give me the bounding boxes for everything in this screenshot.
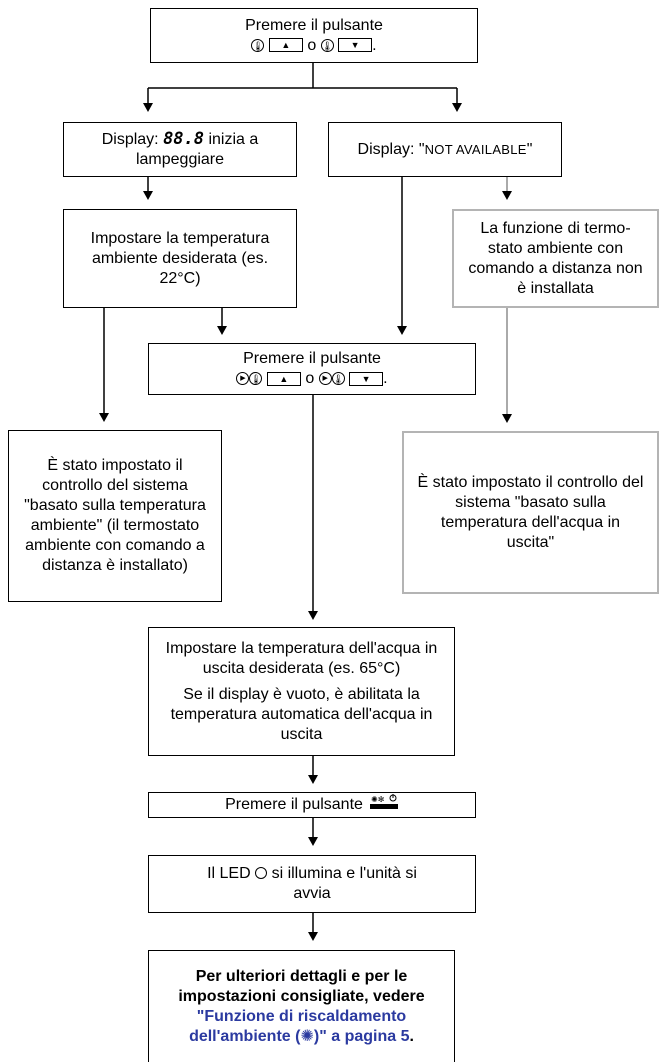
box-display-not-available: Display: "NOT AVAILABLE" bbox=[328, 122, 562, 177]
final-text: Per ulteriori dettagli e per le impostaz… bbox=[161, 967, 442, 1047]
box-set-room-temperature: Impostare la temperatura ambiente deside… bbox=[63, 209, 297, 308]
press2-buttons: ▶🌡 ▲ o ▶🌡 ▼. bbox=[236, 369, 388, 389]
arrowhead bbox=[143, 103, 153, 112]
quote-open: " bbox=[418, 140, 425, 158]
room-based-text: È stato impostato il controllo del siste… bbox=[24, 457, 206, 574]
not-available-label: NOT AVAILABLE bbox=[424, 141, 527, 157]
box-further-details: Per ulteriori dettagli e per le impostaz… bbox=[148, 950, 455, 1062]
box-press-onoff-button: Premere il pulsante ✺✻ bbox=[148, 792, 476, 818]
arrowhead bbox=[308, 775, 318, 784]
final-link-text: "Funzione di riscaldamento dell'ambiente… bbox=[189, 1007, 407, 1045]
display-prefix: Display: bbox=[357, 140, 415, 158]
up-button-icon: ▲ bbox=[268, 38, 303, 53]
quote-close: " bbox=[526, 140, 533, 158]
or-label: o bbox=[307, 36, 317, 54]
svg-text:✺✻: ✺✻ bbox=[371, 795, 385, 804]
arrowhead bbox=[99, 413, 109, 422]
box-press-button-start: Premere il pulsante 🌡 ▲ o 🌡 ▼. bbox=[150, 8, 478, 63]
led-text: Il LED si illumina e l'unità si avvia bbox=[199, 864, 425, 904]
display-blink-text: Display: 88.8 inizia a lampeggiare bbox=[70, 129, 290, 170]
arrowhead bbox=[143, 191, 153, 200]
display-prefix: Display: bbox=[101, 131, 159, 148]
water-based-text: È stato impostato il controllo del siste… bbox=[417, 473, 644, 551]
period: . bbox=[372, 36, 377, 54]
box-led-lights-up: Il LED si illumina e l'unità si avvia bbox=[148, 855, 476, 913]
press-onoff-text: Premere il pulsante bbox=[225, 796, 363, 813]
set-room-temp-text: Impostare la temperatura ambiente deside… bbox=[90, 229, 270, 287]
led-suffix: si illumina e l'unità si avvia bbox=[271, 865, 417, 902]
box-remote-thermostat-not-installed: La funzione di termo-stato ambiente con … bbox=[452, 209, 659, 308]
box-display-blink: Display: 88.8 inizia a lampeggiare bbox=[63, 122, 297, 177]
display-na-text: Display: "NOT AVAILABLE" bbox=[358, 140, 533, 160]
thermometer-icon: 🌡 bbox=[331, 372, 345, 386]
sun-icon: ✺ bbox=[300, 1027, 314, 1045]
box-room-temperature-control: È stato impostato il controllo del siste… bbox=[8, 430, 222, 602]
play-icon: ▶ bbox=[236, 372, 250, 386]
thermometer-icon: 🌡 bbox=[251, 38, 265, 52]
final-bold-text: Per ulteriori dettagli e per le impostaz… bbox=[178, 967, 425, 1005]
period: . bbox=[383, 370, 388, 387]
down-button-icon: ▼ bbox=[338, 38, 373, 53]
final-period: . bbox=[409, 1027, 414, 1045]
up-button-icon: ▲ bbox=[266, 371, 301, 386]
arrowhead bbox=[308, 611, 318, 620]
press2-text: Premere il pulsante bbox=[243, 350, 381, 367]
box-press-button-second: Premere il pulsante ▶🌡 ▲ o ▶🌡 ▼. bbox=[148, 343, 476, 395]
arrowhead bbox=[308, 837, 318, 846]
arrowhead bbox=[502, 414, 512, 423]
arrowhead bbox=[397, 326, 407, 335]
thermometer-icon: 🌡 bbox=[320, 38, 334, 52]
or-label: o bbox=[305, 370, 315, 387]
led-icon bbox=[255, 867, 268, 879]
onoff-button-icon: ✺✻ bbox=[369, 793, 399, 817]
thermometer-icon: 🌡 bbox=[249, 372, 263, 386]
led-prefix: Il LED bbox=[207, 865, 251, 882]
final-link[interactable]: "Funzione di riscaldamento dell'ambiente… bbox=[189, 1008, 409, 1045]
box-set-water-temperature: Impostare la temperatura dell'acqua in u… bbox=[148, 627, 455, 756]
auto-water-temp-text: Se il display è vuoto, è abilitata la te… bbox=[170, 685, 433, 743]
arrowhead bbox=[308, 932, 318, 941]
segment-display-value: 88.8 bbox=[163, 129, 205, 149]
down-button-icon: ▼ bbox=[349, 371, 384, 386]
start-text: Premere il pulsante bbox=[245, 16, 383, 34]
arrowhead bbox=[502, 191, 512, 200]
final-link-end: )" a pagina 5 bbox=[313, 1027, 410, 1045]
set-water-temp-text: Impostare la temperatura dell'acqua in u… bbox=[165, 639, 438, 677]
not-installed-text: La funzione di termo-stato ambiente con … bbox=[468, 219, 643, 297]
display-blink-suffix: inizia a lampeggiare bbox=[135, 131, 259, 168]
arrowhead bbox=[452, 103, 462, 112]
start-buttons: 🌡 ▲ o 🌡 ▼. bbox=[251, 36, 377, 56]
play-icon: ▶ bbox=[318, 372, 332, 386]
arrowhead bbox=[217, 326, 227, 335]
box-water-temperature-control: È stato impostato il controllo del siste… bbox=[402, 431, 659, 594]
